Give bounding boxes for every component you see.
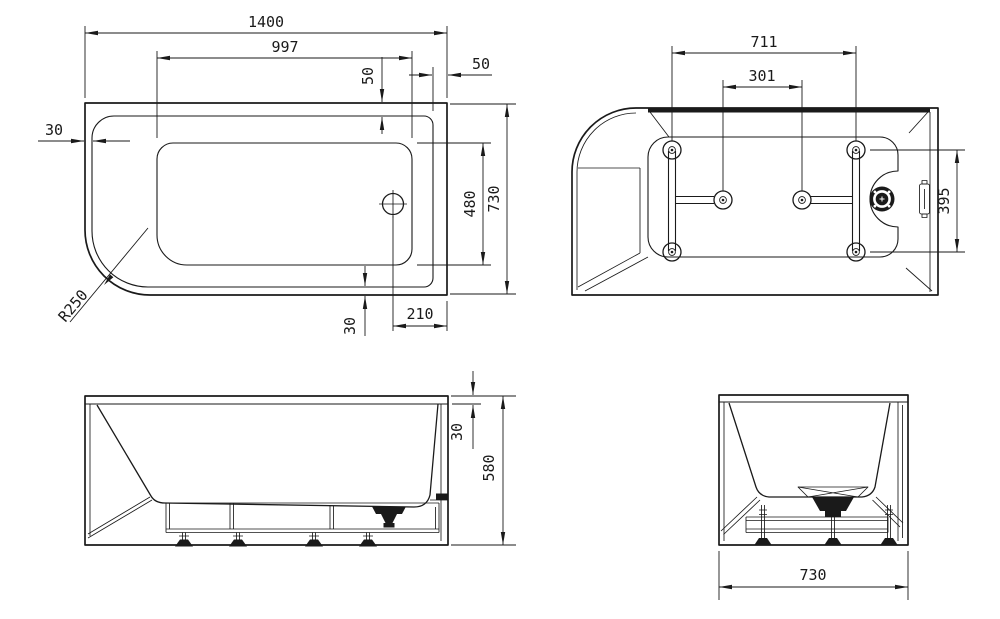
- underside-extension-lines: [671, 46, 965, 253]
- dim-label-foot-rail-width: 395: [935, 187, 953, 214]
- front-frame: [165, 502, 440, 533]
- front-foot-4: [359, 532, 377, 547]
- foot-rails: [667, 151, 861, 251]
- dim-label-end-rim: 50: [472, 55, 490, 73]
- foot-mount-middle-left: [713, 190, 733, 210]
- dim-label-left-rim: 30: [45, 121, 63, 139]
- plan-basin-outline: [156, 142, 413, 266]
- dim-label-foot-rail-span: 711: [750, 33, 777, 51]
- front-drain-trap: [372, 506, 406, 528]
- dim-label-corner-radius: R250: [55, 286, 92, 325]
- dim-label-drain-offset: 210: [406, 305, 433, 323]
- dim-label-basin-length: 997: [271, 38, 298, 56]
- dim-label-back-rim: 50: [359, 67, 377, 85]
- dim-label-middle-feet-span: 301: [748, 67, 775, 85]
- plan-outer-outline: [84, 102, 448, 296]
- end-frame: [745, 516, 889, 533]
- underside-rim-band: [648, 107, 930, 113]
- underside-left-panel: [576, 167, 649, 292]
- front-tub-profile: [96, 403, 439, 508]
- end-corner-struts: [720, 496, 904, 535]
- plan-rim-outline: [91, 115, 434, 288]
- drain-centerlines: [379, 190, 407, 218]
- plan-extension-lines: [84, 26, 516, 331]
- underside-slope-lines: [649, 111, 929, 138]
- dim-label-overall-length: 1400: [248, 13, 284, 31]
- radius-leader-line: [69, 227, 149, 323]
- dim-label-overall-height: 580: [480, 454, 498, 481]
- underside-floor-plate: [647, 136, 899, 258]
- dim-label-end-overall-width: 730: [799, 566, 826, 584]
- front-overflow-outlet: [430, 493, 448, 501]
- plan-view: 1400 997 50 50 30 480 730 30 210 R250: [38, 13, 516, 336]
- front-left-strut: [87, 496, 153, 539]
- end-extension-lines: [718, 551, 909, 600]
- foot-mount-top-left: [662, 140, 682, 160]
- foot-mount-bottom-left: [662, 242, 682, 262]
- end-tub-profile: [728, 402, 891, 498]
- foot-arms: [676, 195, 852, 205]
- dim-label-basin-width: 480: [461, 190, 479, 217]
- front-view: 30 580: [84, 371, 516, 547]
- overflow-fitting: [919, 180, 930, 218]
- front-foot-3: [305, 532, 323, 547]
- dim-label-rim-drop: 30: [448, 423, 466, 441]
- end-drain-trap: [797, 486, 869, 517]
- drain-fitting: [869, 186, 895, 212]
- foot-mount-bottom-right: [846, 242, 866, 262]
- underside-corner-inner-arc: [576, 112, 637, 173]
- end-foot-3: [880, 505, 898, 546]
- end-foot-2: [824, 517, 842, 546]
- end-outer-outline: [718, 394, 909, 546]
- end-view: 730: [718, 394, 909, 600]
- dim-label-overall-width: 730: [485, 185, 503, 212]
- underside-outer-outline: [571, 107, 939, 296]
- front-foot-1: [175, 532, 193, 547]
- underside-view: 711 301 395: [571, 33, 965, 296]
- radius-leader-arrow: [104, 274, 114, 285]
- underside-corner-diagonal: [905, 267, 933, 292]
- front-foot-2: [229, 532, 247, 547]
- foot-mount-middle-right: [792, 190, 812, 210]
- dim-label-front-rim: 30: [341, 317, 359, 335]
- foot-mount-top-right: [846, 140, 866, 160]
- front-outer-outline: [84, 395, 449, 546]
- end-foot-1: [754, 505, 772, 546]
